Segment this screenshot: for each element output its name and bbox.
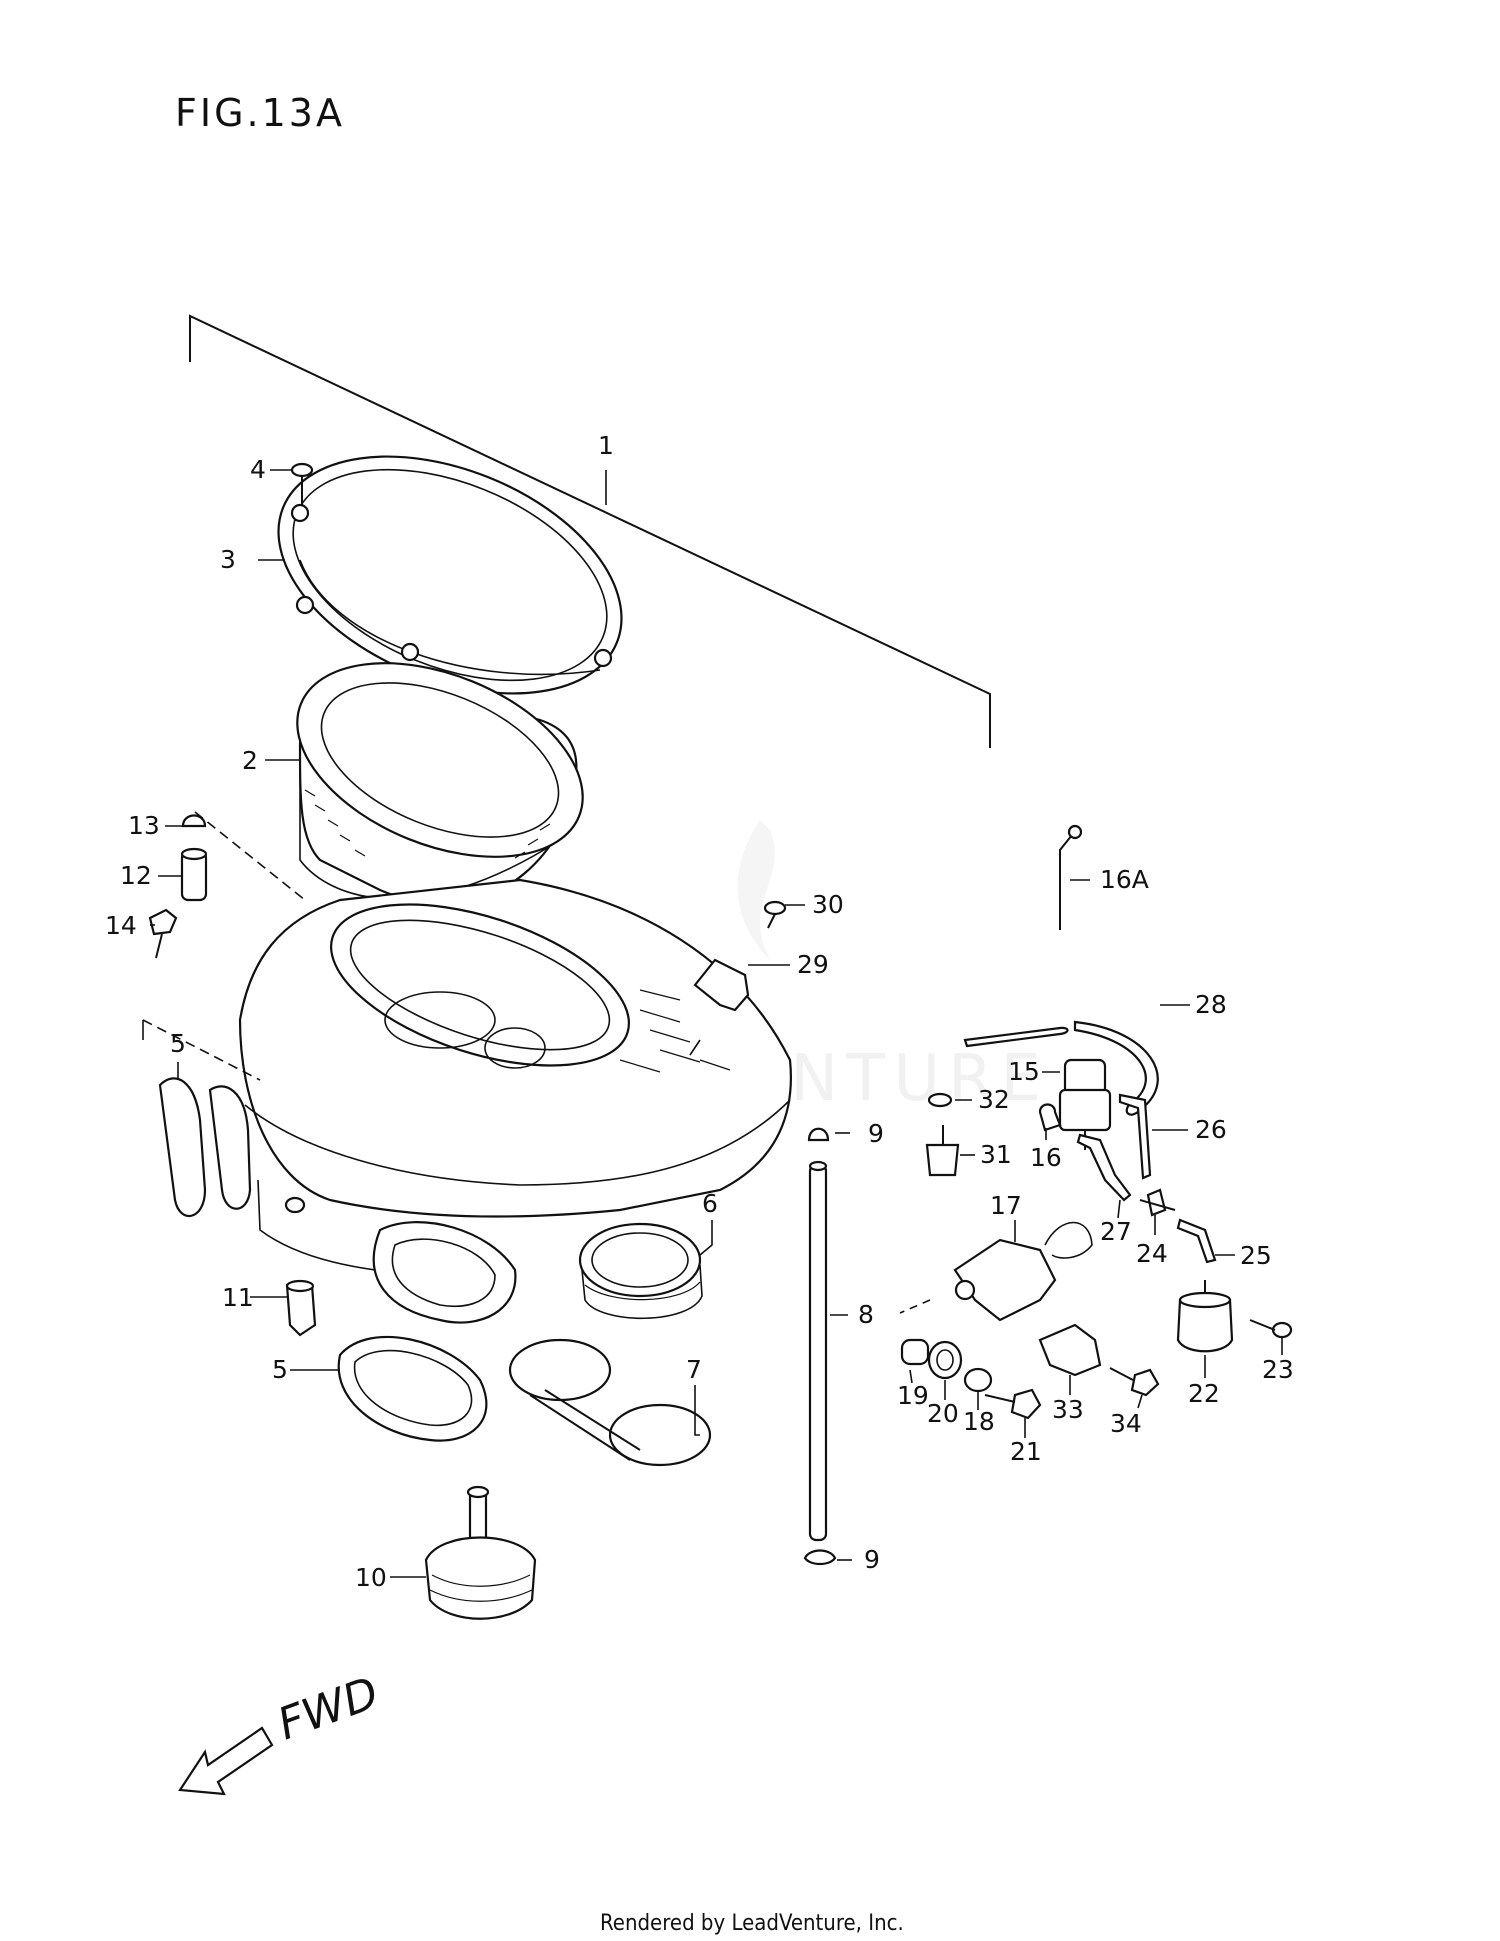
callout-9-top: 9 — [868, 1119, 884, 1148]
callout-5a: 5 — [170, 1029, 186, 1058]
part-19-collar — [900, 1338, 930, 1366]
callout-3: 3 — [220, 545, 236, 574]
callout-15: 15 — [1008, 1057, 1040, 1086]
part-29-bracket — [689, 958, 750, 1056]
callout-20: 20 — [927, 1399, 959, 1428]
callout-34: 34 — [1110, 1409, 1142, 1438]
callout-2: 2 — [242, 746, 258, 775]
assembly-bracket — [189, 314, 991, 748]
part-24-tee — [1139, 1188, 1176, 1217]
fwd-arrow-icon: FWD — [178, 1667, 385, 1796]
figure-title: FIG.13A — [175, 91, 345, 135]
callout-30: 30 — [812, 890, 844, 919]
callout-11: 11 — [222, 1283, 254, 1312]
part-5-duct-on-case — [372, 1221, 517, 1324]
part-9-clip-top — [807, 1127, 830, 1142]
fwd-label: FWD — [271, 1667, 385, 1750]
part-5-gasket — [337, 1335, 488, 1442]
callout-5b: 5 — [272, 1355, 288, 1384]
part-8-hose — [808, 1160, 828, 1542]
part-7-clamp — [508, 1338, 712, 1467]
footer-credit: Rendered by LeadVenture, Inc. — [600, 1911, 904, 1936]
callout-31: 31 — [980, 1140, 1012, 1169]
part-31-fitting — [925, 1125, 960, 1177]
callout-7: 7 — [686, 1355, 702, 1384]
part-25-hose — [1176, 1218, 1217, 1264]
part-16-cap — [1038, 1103, 1062, 1132]
part-21-bolt — [984, 1388, 1042, 1420]
callout-24: 24 — [1136, 1239, 1168, 1268]
air-cleaner-case — [238, 878, 792, 1276]
callout-13: 13 — [128, 811, 160, 840]
part-32-washer — [927, 1092, 953, 1108]
part-23-screw — [1249, 1319, 1293, 1339]
callout-labels: 1 2 3 4 5 5 6 7 8 9 9 10 11 12 13 14 15 … — [105, 431, 1294, 1592]
part-10-drain — [424, 1485, 537, 1620]
part-34-bolt — [1109, 1367, 1160, 1397]
callout-25: 25 — [1240, 1241, 1272, 1270]
callout-16a: 16A — [1100, 865, 1149, 894]
part-5-flange-left — [158, 1077, 252, 1218]
callout-26: 26 — [1195, 1115, 1227, 1144]
callout-28: 28 — [1195, 990, 1227, 1019]
part-18-washer — [963, 1367, 993, 1393]
callout-9-bottom: 9 — [864, 1545, 880, 1574]
part-6-ring — [578, 1222, 703, 1320]
callout-17: 17 — [990, 1191, 1022, 1220]
callout-10: 10 — [355, 1563, 387, 1592]
callout-18: 18 — [963, 1407, 995, 1436]
part-13-clip — [181, 814, 207, 828]
callout-16: 16 — [1030, 1143, 1062, 1172]
part-11-plug — [285, 1279, 317, 1337]
callout-21: 21 — [1010, 1437, 1042, 1466]
part-30-screw — [763, 900, 787, 929]
part-12-sleeve — [180, 847, 208, 902]
callout-14: 14 — [105, 911, 137, 940]
callout-8: 8 — [858, 1300, 874, 1329]
callout-23: 23 — [1262, 1355, 1294, 1384]
callout-19: 19 — [897, 1381, 929, 1410]
part-26-hose — [1118, 1093, 1152, 1180]
part-16a-wire — [1059, 824, 1083, 930]
callout-4: 4 — [250, 455, 266, 484]
part-4-screw — [290, 462, 314, 505]
callout-33: 33 — [1052, 1395, 1084, 1424]
part-33-clamp — [1038, 1323, 1102, 1377]
part-27-hose — [1076, 1133, 1132, 1202]
callout-6: 6 — [702, 1189, 718, 1218]
part-22-canister — [1176, 1280, 1234, 1353]
callout-27: 27 — [1100, 1217, 1132, 1246]
part-20-grommet — [927, 1340, 963, 1380]
part-3-cap — [277, 455, 623, 695]
callout-29: 29 — [797, 950, 829, 979]
part-28-hose — [963, 1020, 1159, 1116]
part-9-clip-bottom — [803, 1549, 837, 1566]
part-17-bracket — [899, 1221, 1093, 1322]
callout-32: 32 — [978, 1085, 1010, 1114]
callout-12: 12 — [120, 861, 152, 890]
part-14-bolt — [148, 908, 178, 959]
callout-1: 1 — [598, 431, 614, 460]
callout-22: 22 — [1188, 1379, 1220, 1408]
leader-lines — [142, 469, 1283, 1578]
